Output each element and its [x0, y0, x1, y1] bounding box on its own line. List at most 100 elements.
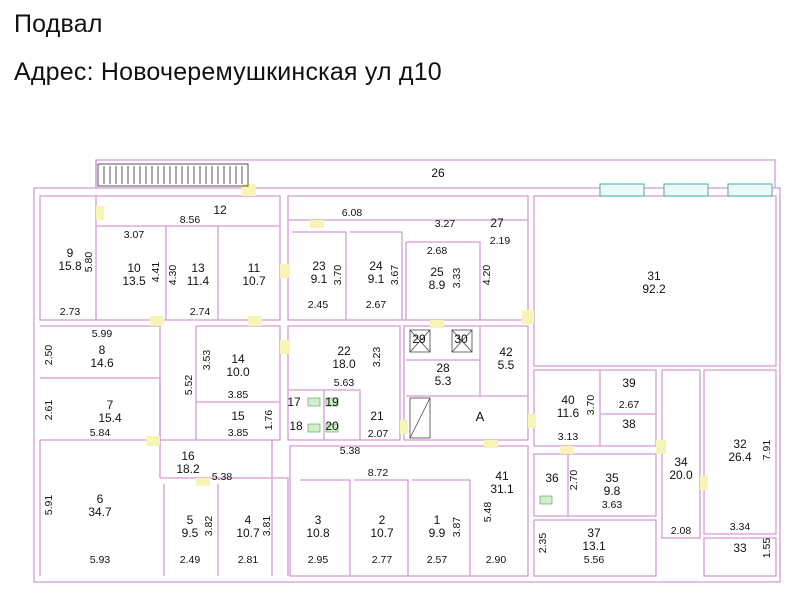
- dimension-label: 8.72: [368, 467, 389, 479]
- dimension-label: 2.70: [568, 470, 580, 491]
- room-area: 5.5: [498, 358, 515, 372]
- dimension-label: 2.50: [43, 345, 55, 366]
- room-number: 20: [325, 419, 339, 433]
- room-number: 39: [622, 376, 636, 390]
- room-number: 15: [231, 409, 245, 423]
- page-title: Подвал: [14, 10, 103, 38]
- room-number: 5: [187, 513, 194, 527]
- dimension-label: 2.67: [619, 399, 640, 411]
- room-number: 7: [107, 398, 114, 412]
- dimension-label: 4.20: [481, 265, 493, 286]
- dimension-label: 2.67: [366, 299, 387, 311]
- outer-wall: [33, 159, 781, 583]
- room-area: 5.3: [435, 374, 452, 388]
- dimension-label: 3.23: [371, 347, 383, 368]
- room-area: 15.4: [98, 411, 122, 425]
- room-number: 17: [287, 395, 301, 409]
- room-area: 14.6: [90, 356, 114, 370]
- room-area: 18.0: [332, 357, 356, 371]
- dimension-label: 2.45: [308, 299, 329, 311]
- room-area: 20.0: [669, 468, 693, 482]
- dimension-label: 2.57: [427, 554, 448, 566]
- dimension-label: 2.73: [60, 306, 81, 318]
- room-number: 19: [325, 395, 339, 409]
- dimension-label: 5.91: [43, 495, 55, 516]
- dimension-label: 2.68: [427, 245, 448, 257]
- dimension-label: 2.90: [486, 554, 507, 566]
- room-area: 11.4: [187, 274, 210, 288]
- room-area: 31.1: [490, 482, 514, 496]
- room-number: 27: [490, 216, 504, 230]
- room-number: 13: [191, 261, 205, 275]
- room-number: 34: [674, 455, 688, 469]
- room-number: 11: [248, 261, 261, 275]
- dimension-label: 5.56: [584, 554, 605, 566]
- room-number: 2: [379, 513, 386, 527]
- room-area: 92.2: [642, 282, 666, 296]
- dimension-label: 3.07: [124, 229, 145, 241]
- room-area: 13.5: [122, 274, 146, 288]
- dimension-label: 5.99: [92, 328, 113, 340]
- stair-icon: [97, 163, 249, 187]
- room-number: 24: [369, 259, 383, 273]
- dimension-label: 4.41: [150, 262, 162, 283]
- dimension-label: 3.85: [228, 427, 249, 439]
- room-number: 33: [733, 541, 747, 555]
- room-area: 10.8: [306, 526, 330, 540]
- dimension-label: 3.70: [585, 395, 597, 416]
- elevator-icon: [409, 397, 431, 439]
- room-number: 18: [289, 419, 303, 433]
- dimension-label: 3.87: [451, 517, 463, 538]
- room-area: 18.2: [176, 462, 200, 476]
- dimension-label: 6.08: [342, 207, 363, 219]
- dimension-label: 5.93: [90, 554, 111, 566]
- dimension-label: 3.33: [451, 268, 463, 289]
- plan-walls: [33, 159, 781, 583]
- dimension-label: 5.63: [334, 377, 355, 389]
- room-number: 26: [431, 166, 445, 180]
- room-number: 14: [231, 352, 245, 366]
- dimension-label: 5.84: [90, 427, 111, 439]
- room-labels: 1 9.9 2 10.7 3 10.8 4 10.7 5 9.5 6 34.7 …: [58, 166, 752, 555]
- room-area: 10.7: [236, 526, 260, 540]
- room-area: 9.9: [429, 526, 446, 540]
- room-number: 21: [370, 409, 384, 423]
- dimension-label: 5.38: [212, 471, 233, 483]
- dimension-label: 3.82: [203, 516, 215, 537]
- dimension-label: 3.85: [228, 389, 249, 401]
- room-area: 15.8: [58, 259, 82, 273]
- room-number: 22: [337, 344, 351, 358]
- dimension-label: 3.63: [602, 499, 623, 511]
- dimension-label: 5.38: [340, 445, 361, 457]
- dimension-label: 1.76: [263, 410, 275, 431]
- dimension-label: 2.49: [180, 554, 201, 566]
- room-area: 10.0: [226, 365, 250, 379]
- dimension-labels: 8.56 3.07 5.80 4.41 4.30 2.73 2.74 5.99 …: [43, 207, 773, 566]
- room-area: 13.1: [582, 539, 606, 553]
- dimension-label: 1.55: [761, 538, 773, 559]
- room-area: 34.7: [88, 505, 112, 519]
- room-number: 41: [495, 469, 509, 483]
- room-number: 12: [213, 203, 227, 217]
- room-number: 6: [97, 492, 104, 506]
- room-area: 26.4: [728, 450, 752, 464]
- room-area: 8.9: [429, 278, 446, 292]
- room-area: 9.1: [311, 272, 328, 286]
- dimension-label: 2.19: [490, 235, 511, 247]
- room-number: 32: [733, 437, 747, 451]
- room-number: 1: [434, 513, 441, 527]
- doors: [96, 184, 708, 490]
- room-number: 35: [605, 471, 619, 485]
- dimension-label: 3.67: [389, 265, 401, 286]
- room-number: A: [476, 409, 485, 424]
- room-number: 10: [127, 261, 141, 275]
- dimension-label: 3.70: [332, 265, 344, 286]
- room-number: 31: [647, 269, 661, 283]
- windows: [599, 183, 773, 197]
- room-number: 40: [561, 393, 575, 407]
- room-number: 29: [412, 332, 426, 346]
- room-number: 3: [315, 513, 322, 527]
- dimension-label: 8.56: [180, 214, 201, 226]
- dimension-label: 2.61: [43, 400, 55, 421]
